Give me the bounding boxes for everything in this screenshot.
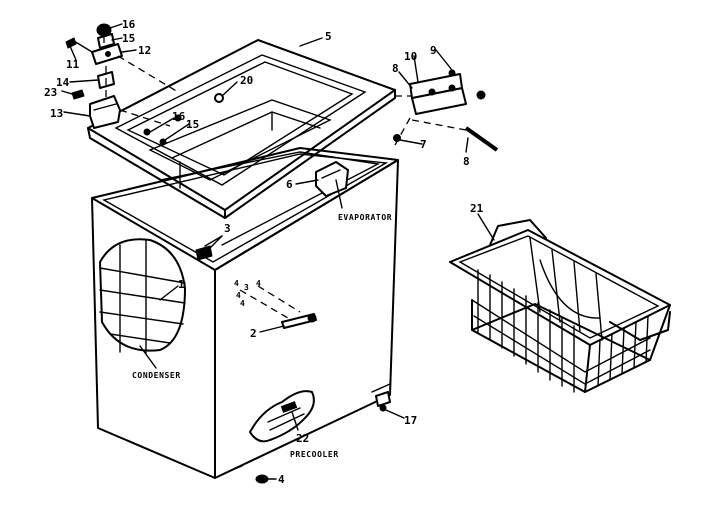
freezer-cabinet: [91, 147, 399, 479]
part-17-foot: [375, 391, 391, 412]
right-hinge-assembly: [394, 69, 499, 152]
condenser-grille: [99, 238, 186, 354]
callout-labels: 5 20 16 15 16 15 12 11 14 23 13 9 10 8 7…: [44, 18, 484, 486]
callout-18: 16: [122, 18, 136, 31]
callout-7: 7: [420, 138, 427, 151]
callout-11: 11: [66, 58, 80, 71]
leader-lines: [61, 23, 495, 480]
callout-16: 16: [172, 110, 186, 123]
caption-condenser: CONDENSER: [132, 371, 181, 380]
callout-10: 10: [404, 50, 417, 63]
callout-17: 17: [404, 414, 417, 427]
callout-13: 13: [50, 107, 63, 120]
mark-a2: 3: [244, 283, 249, 292]
callout-23: 23: [44, 86, 57, 99]
lid-gasket-frame: [87, 39, 396, 219]
callout-2: 2: [250, 327, 257, 340]
liner-opening: [148, 99, 332, 189]
mark-a3: 4: [256, 279, 261, 288]
callout-3: 3: [224, 222, 231, 235]
callout-6: 6: [286, 178, 293, 191]
callout-5: 5: [325, 30, 332, 43]
mark-a1: 4: [234, 279, 239, 288]
mark-a5: 4: [240, 299, 245, 308]
callout-1: 1: [178, 278, 185, 291]
caption-evaporator: EVAPORATOR: [338, 213, 392, 222]
caption-precooler: PRECOOLER: [290, 450, 339, 459]
component-captions: EVAPORATOR CONDENSER PRECOOLER: [132, 213, 392, 459]
callout-4: 4: [278, 473, 285, 486]
callout-15-left: 15: [122, 32, 135, 45]
callout-20: 20: [240, 74, 253, 87]
mark-a4: 4: [236, 291, 241, 300]
callout-14: 14: [56, 76, 70, 89]
frame-hardware: [143, 93, 401, 146]
callout-8-top: 8: [392, 62, 399, 75]
callout-8-rod: 8: [463, 155, 470, 168]
precooler-cutaway: [249, 390, 315, 443]
part-6-evaporator-bracket: [315, 161, 349, 197]
wire-basket: [449, 219, 671, 393]
callout-15: 15: [186, 118, 199, 131]
callout-22: 22: [296, 432, 309, 445]
callout-12: 12: [138, 44, 151, 57]
part-2-drain: [239, 285, 317, 329]
callout-9: 9: [430, 44, 437, 57]
callout-21: 21: [470, 202, 484, 215]
part-4-screw: [255, 474, 269, 484]
